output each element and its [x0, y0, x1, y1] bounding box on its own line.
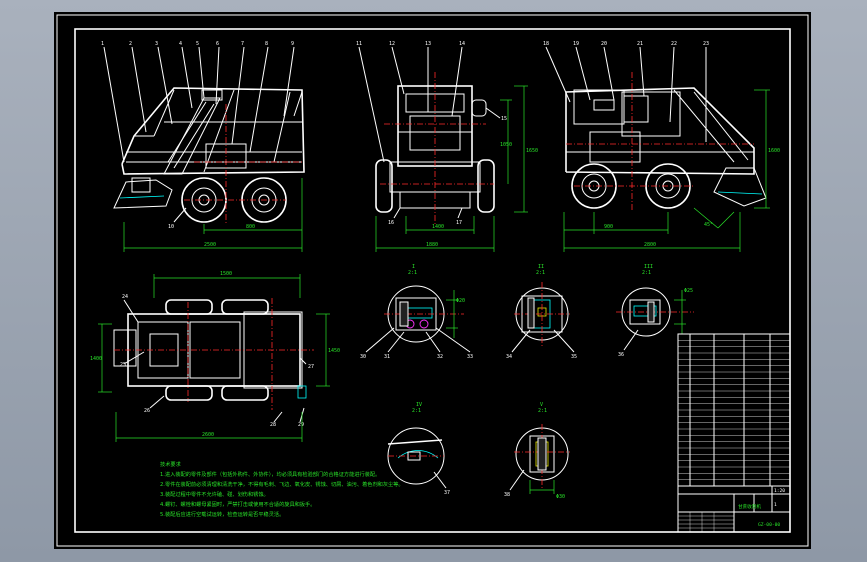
section-4-scale: 2:1 [412, 408, 421, 414]
front-dim-sub: 800 [246, 224, 255, 230]
plan-callout: 28 [270, 422, 276, 428]
plan-dim-left: 1400 [90, 356, 102, 362]
section-1-callout: 32 [437, 354, 443, 360]
section-2-title: II [538, 264, 544, 270]
notes-title: 技术要求 [160, 460, 182, 468]
section-1-scale: 2:1 [408, 270, 417, 276]
section-1-callout: 33 [467, 354, 473, 360]
technical-notes: 技术要求 1.进入装配的零件及部件（包括外购件、外协件），均必须具有检验部门的合… [160, 460, 404, 518]
end-callout: 12 [389, 41, 395, 47]
plan-dim-bottom: 2600 [202, 432, 214, 438]
end-callout: 16 [388, 220, 394, 226]
front-callout: 8 [265, 41, 268, 47]
section-5-scale: 2:1 [538, 408, 547, 414]
notes-line: 3.装配过程中零件不允许磕、碰、划伤和锈蚀。 [160, 490, 269, 498]
plan-callout: 24 [122, 294, 128, 300]
front-callout: 4 [179, 41, 182, 47]
rear-dim-height: 1600 [768, 148, 780, 154]
section-5: V 2:1 Φ30 38 [504, 402, 570, 500]
plan-dim-right: 1450 [328, 348, 340, 354]
title-block-sheet: 1 [774, 502, 777, 508]
section-3-title: III [644, 264, 653, 270]
end-callout: 17 [456, 220, 462, 226]
end-callout: 11 [356, 41, 362, 47]
front-callout: 5 [196, 41, 199, 47]
rear-callout: 20 [601, 41, 607, 47]
front-dim-total: 2500 [204, 242, 216, 248]
section-1-title: I [412, 264, 415, 270]
notes-line: 5.装配后应进行空载试运转，检查运转是否平稳灵活。 [160, 510, 284, 518]
front-callout: 6 [216, 41, 219, 47]
front-callout: 3 [155, 41, 158, 47]
rear-dim-sub: 900 [604, 224, 613, 230]
front-callout: 7 [241, 41, 244, 47]
section-3-callout: 36 [618, 352, 624, 358]
section-1-callout: 30 [360, 354, 366, 360]
notes-line: 1.进入装配的零件及部件（包括外购件、外协件），均必须具有检验部门的合格证方能进… [160, 470, 380, 478]
section-3-dim: Φ25 [684, 288, 693, 294]
end-dim-total: 1880 [426, 242, 438, 248]
title-block-drawing-no: GZ-00-00 [758, 522, 780, 528]
drawing-frame [74, 28, 791, 533]
end-callout: 15 [501, 116, 507, 122]
title-block: 甘蔗收割机 GZ-00-00 1:20 1 [677, 333, 791, 533]
plan-callout: 27 [308, 364, 314, 370]
title-block-scale: 1:20 [774, 488, 785, 494]
front-view: 1 2 3 4 5 6 7 8 9 10 800 2500 [101, 41, 305, 252]
rear-callout: 23 [703, 41, 709, 47]
end-callout: 14 [459, 41, 465, 47]
rear-dim-angle: 45° [704, 222, 713, 228]
rear-callout: 19 [573, 41, 579, 47]
rear-callout: 22 [671, 41, 677, 47]
front-callout: 1 [101, 41, 104, 47]
section-2-scale: 2:1 [536, 270, 545, 276]
end-dim-sub: 1400 [432, 224, 444, 230]
rear-callout: 21 [637, 41, 643, 47]
end-dim-height: 1650 [526, 148, 538, 154]
rear-view: 18 19 20 21 22 23 900 2800 1600 45° [543, 41, 780, 252]
section-4-callout: 37 [444, 490, 450, 496]
notes-line: 2.零件在装配前必须清理和清洗干净，不得有毛刺、飞边、氧化皮、锈蚀、切屑、油污、… [160, 480, 404, 488]
end-view: 11 12 13 14 15 16 17 1400 1880 1650 1050 [356, 41, 538, 252]
sheet-border [56, 14, 809, 547]
front-callout: 2 [129, 41, 132, 47]
section-5-callout: 38 [504, 492, 510, 498]
parts-list-rows [678, 340, 790, 480]
section-2-callout: 35 [571, 354, 577, 360]
plan-callout: 29 [298, 422, 304, 428]
section-4: IV 2:1 37 [387, 402, 450, 496]
rear-callout: 18 [543, 41, 549, 47]
cad-drawing: 1 2 3 4 5 6 7 8 9 10 800 2500 [56, 14, 809, 547]
plan-dim-top: 1500 [220, 271, 232, 277]
section-2-callout: 34 [506, 354, 512, 360]
front-callout: 9 [291, 41, 294, 47]
section-1: I 2:1 Φ20 30 31 32 33 [360, 264, 473, 360]
section-1-callout: 31 [384, 354, 390, 360]
title-block-name: 甘蔗收割机 [738, 503, 761, 510]
section-4-title: IV [416, 402, 422, 408]
end-dim-upper: 1050 [500, 142, 512, 148]
section-5-dim: Φ30 [556, 494, 565, 500]
plan-callout: 26 [144, 408, 150, 414]
front-callout: 10 [168, 224, 174, 230]
notes-line: 4.螺钉、螺栓和螺母紧固时，严禁打击或使用不合适的旋具和扳手。 [160, 500, 315, 508]
plan-callout: 25 [120, 362, 126, 368]
title-block-grid [678, 512, 734, 532]
plan-view: 24 25 26 27 28 29 1500 2600 1400 1450 [90, 271, 340, 442]
drawing-sheet: 1 2 3 4 5 6 7 8 9 10 800 2500 [54, 12, 811, 549]
section-3-scale: 2:1 [642, 270, 651, 276]
section-5-title: V [540, 402, 543, 408]
section-2: II 2:1 34 35 [506, 264, 577, 360]
rear-dim-total: 2800 [644, 242, 656, 248]
end-callout: 13 [425, 41, 431, 47]
section-3: III 2:1 Φ25 36 [616, 264, 694, 358]
section-1-dim: Φ20 [456, 298, 465, 304]
